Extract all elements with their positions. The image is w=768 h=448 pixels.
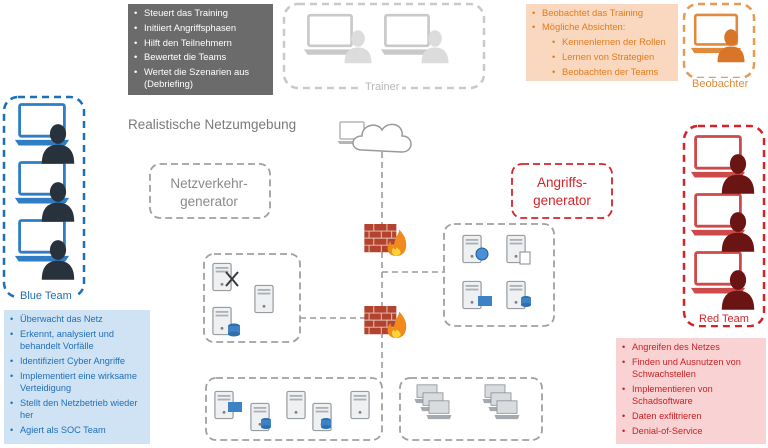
blue-team-task: Stellt den Netzbetrieb wieder her xyxy=(10,397,146,421)
network-title: Realistische Netzumgebung xyxy=(128,117,297,132)
server-group-bottom-frame xyxy=(205,377,383,441)
observer-task: Beobachtet das Training xyxy=(532,7,674,19)
blue-team-label: Blue Team xyxy=(18,290,74,302)
trainer-task: Initiiert Angriffsphasen xyxy=(134,22,269,34)
blue-team-task: Implementiert eine wirksame Verteidigung xyxy=(10,370,146,394)
blue-team-task: Agiert als SOC Team xyxy=(10,424,146,436)
trainer-group-frame xyxy=(282,2,486,90)
trainer-task: Hilft den Teilnehmern xyxy=(134,37,269,49)
attack-generator-label: Angriffs-generator xyxy=(533,175,591,208)
blue-team-task: Überwacht das Netz xyxy=(10,313,146,325)
red-team-task: Implementieren von Schadsoftware xyxy=(622,383,762,407)
blue-team-tasks-box: Überwacht das Netz Erkennt, analysiert u… xyxy=(4,310,150,444)
observer-task: Mögliche Absichten: Kennenlernen der Rol… xyxy=(532,21,674,78)
workstation-group-frame xyxy=(399,377,543,441)
trainer-task: Wertet die Szenarien aus (Debriefing) xyxy=(134,66,269,89)
red-team-task: Finden und Ausnutzen von Schwachstellen xyxy=(622,356,762,380)
blue-team-frame xyxy=(2,95,86,299)
firewall-icon-bottom xyxy=(364,306,407,338)
observer-intention: Lernen von Strategien xyxy=(552,51,674,63)
trainer-task: Bewertet die Teams xyxy=(134,51,269,63)
server-group-left-frame xyxy=(203,253,301,343)
red-team-tasks-box: Angreifen des Netzes Finden und Ausnutze… xyxy=(616,338,766,444)
observer-label: Beobachter xyxy=(690,78,751,90)
red-team-label: Red Team xyxy=(697,313,751,325)
firewall-icon-top xyxy=(364,224,407,256)
traffic-generator-label: Netzverkehr-generator xyxy=(170,176,248,209)
trainer-tasks-box: Steuert das Training Initiiert Angriffsp… xyxy=(128,4,273,95)
server-group-right-frame xyxy=(443,223,555,327)
observer-tasks-box: Beobachtet das Training Mögliche Absicht… xyxy=(526,4,678,81)
red-team-task: Denial-of-Service xyxy=(622,425,762,437)
observer-intention: Kennenlernen der Rollen xyxy=(552,36,674,48)
traffic-generator-frame xyxy=(149,163,271,219)
blue-team-task: Identifiziert Cyber Angriffe xyxy=(10,355,146,367)
red-team-task: Angreifen des Netzes xyxy=(622,341,762,353)
observer-intention: Beobachten der Teams xyxy=(552,66,674,78)
blue-team-task: Erkennt, analysiert und behandelt Vorfäl… xyxy=(10,328,146,352)
attack-generator-frame xyxy=(511,163,613,219)
cloud-icon xyxy=(352,123,412,153)
trainer-label: Trainer xyxy=(362,81,403,93)
observer-intentions-heading: Mögliche Absichten: xyxy=(542,21,626,32)
trainer-task: Steuert das Training xyxy=(134,7,269,19)
red-team-frame xyxy=(682,124,766,328)
red-team-task: Daten exfiltrieren xyxy=(622,410,762,422)
observer-frame xyxy=(682,2,756,80)
